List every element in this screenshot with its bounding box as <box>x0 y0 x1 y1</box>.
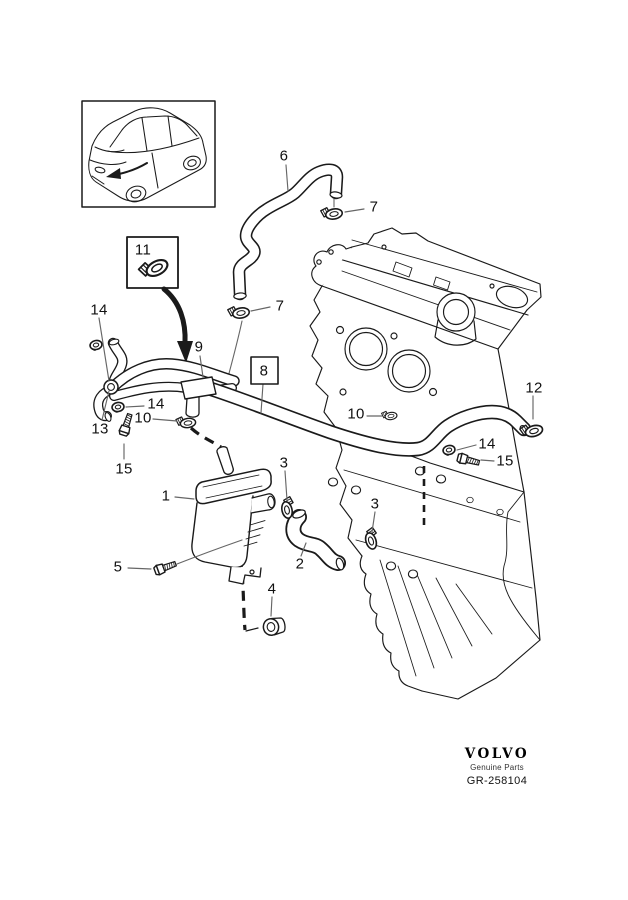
car-inset-frame <box>81 100 216 208</box>
callout-8: 8 <box>259 362 269 380</box>
callout-14: 14 <box>90 301 108 319</box>
callout-13: 13 <box>91 420 109 438</box>
car-front-wheel <box>125 185 147 203</box>
hose-clamp-3-icon <box>361 525 382 552</box>
brand-block: VOLVO Genuine Parts GR-258104 <box>447 746 547 787</box>
brand-tagline: Genuine Parts <box>470 763 524 772</box>
detail-arrow <box>161 286 188 346</box>
car-inset <box>81 100 216 208</box>
callout-5: 5 <box>113 558 123 576</box>
callout-12: 12 <box>525 379 543 397</box>
bolt-5-icon <box>152 558 178 577</box>
leader-lines <box>98 164 534 617</box>
callout-15: 15 <box>115 460 133 478</box>
callout-10: 10 <box>347 405 365 423</box>
boxed-callout-8-frame <box>250 356 279 385</box>
hose-clamp-7-icon <box>319 204 344 222</box>
car-illustration <box>88 107 207 203</box>
junction-connector-9 <box>180 376 217 418</box>
hose-clamp-7-icon <box>226 303 251 321</box>
callout-7: 7 <box>369 198 379 216</box>
callout-4: 4 <box>267 580 277 598</box>
callout-1: 1 <box>161 487 171 505</box>
filler-neck <box>436 292 476 332</box>
drawing-number: GR-258104 <box>466 775 528 787</box>
engine-art <box>309 227 542 700</box>
washer-14-icon <box>110 400 126 414</box>
clip-10-icon <box>380 409 398 422</box>
callout-10: 10 <box>134 409 152 427</box>
volvo-logo: VOLVO <box>464 746 530 762</box>
callout-3: 3 <box>370 495 380 513</box>
callout-7: 7 <box>275 297 285 315</box>
intake-port <box>387 349 431 393</box>
bolt-15-icon <box>117 412 136 438</box>
callout-14: 14 <box>478 435 496 453</box>
clamp-detail-box-11 <box>126 236 193 363</box>
callout-14: 14 <box>147 395 165 413</box>
pipe-fitting-13 <box>103 379 119 395</box>
oil-trap-1 <box>191 446 276 585</box>
callout-6: 6 <box>279 147 289 165</box>
callout-9: 9 <box>194 338 204 356</box>
oil-cap <box>495 285 529 309</box>
callout-2: 2 <box>295 555 305 573</box>
hose-2 <box>285 509 346 571</box>
callout-11: 11 <box>134 241 152 259</box>
callout-15: 15 <box>496 452 514 470</box>
washer-14-icon <box>88 338 104 353</box>
intake-port <box>344 327 388 371</box>
bushing-4-icon <box>262 617 286 637</box>
bolt-15-icon <box>455 451 481 469</box>
car-location-arrow <box>118 162 148 175</box>
callout-3: 3 <box>279 454 289 472</box>
washer-14-icon <box>441 443 457 458</box>
car-rear-wheel <box>183 155 201 171</box>
